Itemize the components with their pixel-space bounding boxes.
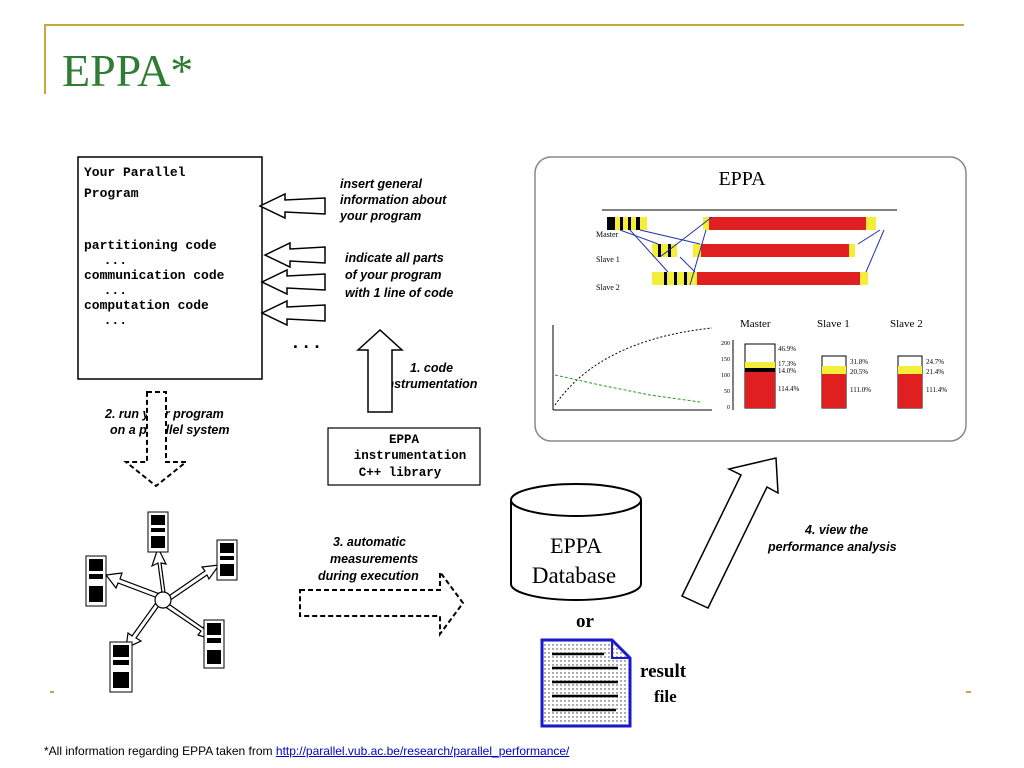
insert-arrow-partitioning [263,241,326,269]
program-line-3: partitioning code [84,238,217,253]
footnote-text: *All information regarding EPPA taken fr… [44,744,276,758]
program-box [77,156,263,380]
insert-arrow-top [258,192,326,220]
slave1-pct-2: 111.0% [850,386,871,394]
program-box-text: Your Parallel Program partitioning code … [84,165,225,328]
slide-frame-top [44,24,964,26]
slave1-pct-1: 20.5% [850,368,868,376]
library-box [327,427,481,486]
library-line-2: C++ library [359,466,442,480]
measurements-arrow [299,568,465,638]
timeline-label-master: Master [596,230,619,239]
parallel-system [104,546,221,650]
database-or: or [576,611,595,632]
insert-info-line-2: your program [339,209,421,223]
master-pct-2: 14.0% [778,367,796,375]
step3-line-0: 3. automatic [333,535,406,549]
database-line-0: EPPA [550,533,602,558]
step2-line-1: on a parallel system [110,423,230,437]
step3-line-2: during execution [318,569,419,583]
step1-line-1: instrumentation [383,377,478,391]
net-hub [154,591,172,609]
computer-right-top [216,539,238,581]
slide-title: EPPA* [62,45,194,96]
master-pct-1: 17.3% [778,360,796,368]
computer-top [147,511,169,553]
database-cylinder [510,483,642,601]
program-line-5: communication code [84,268,225,283]
slave2-pct-2: 111.4% [926,386,947,394]
bar-header-slave1: Slave 1 [817,318,850,330]
computer-bottom [109,641,133,693]
result-file-icon [540,638,632,728]
indicate-line-0: indicate all parts [345,251,444,265]
program-line-0: Your Parallel [84,165,186,180]
indicate-line-2: with 1 line of code [345,286,453,300]
bottom-tick-left [50,691,54,693]
program-line-1: Program [84,186,139,201]
library-line-0: EPPA [389,433,420,447]
program-line-6: ... [88,283,127,298]
y-tick-150: 150 [721,357,730,363]
slave2-pct-0: 24.7% [926,358,944,366]
master-pct-0: 46.9% [778,345,796,353]
slide-frame-left [44,24,46,94]
slave2-pct-1: 21.4% [926,368,944,376]
library-line-1: instrumentation [354,449,467,463]
indicate-line-1: of your program [345,268,442,282]
net-arrow-2 [162,564,221,604]
bar-chart: 200 150 100 50 0 Master Slave 1 Slave 2 … [721,318,947,411]
timeline-chart: Master Slave 1 Slave 2 [596,209,897,292]
step4-line-0: 4. view the [804,523,868,537]
bar-header-slave2: Slave 2 [890,318,923,330]
y-tick-100: 100 [721,373,730,379]
slave1-pct-0: 31.8% [850,358,868,366]
step4-line-1: performance analysis [767,540,897,554]
master-pct-3: 114.4% [778,385,799,393]
computer-left [85,555,107,607]
computer-right-bottom [203,619,225,669]
bottom-tick-right [966,691,971,693]
footnote: *All information regarding EPPA taken fr… [44,744,569,758]
step1-line-0: 1. code [410,361,453,375]
bar-header-master: Master [740,318,771,330]
timeline-label-slave2: Slave 2 [596,283,620,292]
instrumentation-arrow [356,328,404,413]
program-ellipsis: ... [290,334,322,354]
net-arrow-3 [104,572,166,601]
insert-info-line-0: insert general [340,177,423,191]
view-analysis-arrow [680,457,779,609]
y-tick-50: 50 [724,389,730,395]
y-tick-0: 0 [727,405,730,411]
y-tick-200: 200 [721,341,730,347]
line-chart [552,325,713,411]
program-line-7: computation code [84,298,209,313]
computers [85,511,238,693]
insert-arrows [258,192,326,327]
eppa-panel-title: EPPA [718,168,766,190]
insert-arrow-communication [260,268,326,296]
result-line-1: file [654,687,677,706]
insert-arrow-computation [260,299,326,327]
step3-line-1: measurements [330,552,418,566]
run-program-arrow [123,391,189,488]
database-line-1: Database [532,563,616,588]
program-line-4: ... [88,253,127,268]
footnote-link[interactable]: http://parallel.vub.ac.be/research/paral… [275,744,570,758]
timeline-label-slave1: Slave 1 [596,255,620,264]
insert-info-line-1: information about [340,193,447,207]
result-line-0: result [640,661,687,682]
program-line-8: ... [88,313,127,328]
